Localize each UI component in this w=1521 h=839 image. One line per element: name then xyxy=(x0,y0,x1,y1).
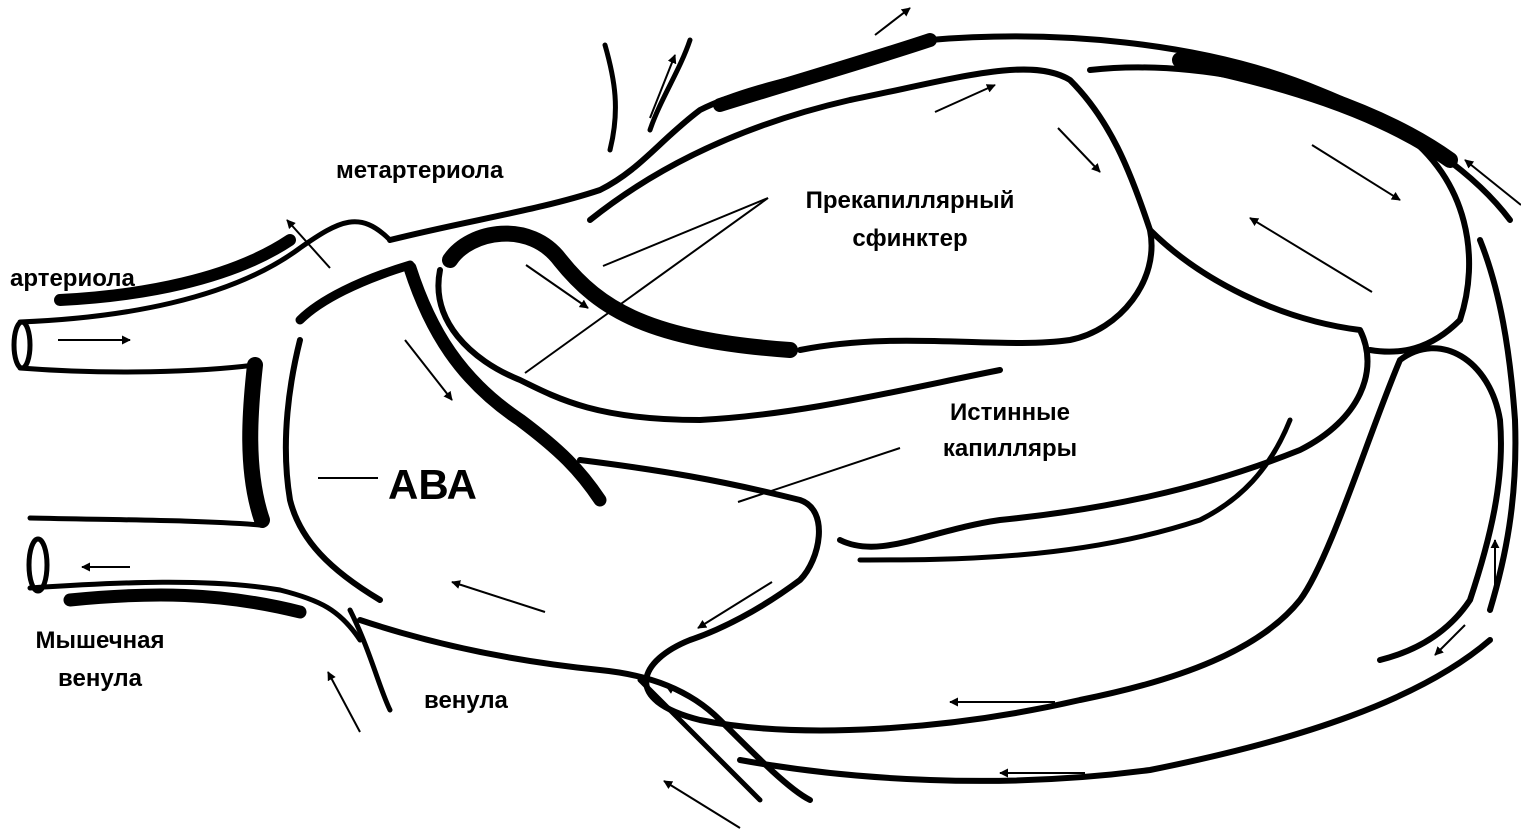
true-capillaries-label-line1: Истинные xyxy=(900,398,1120,428)
flow-arrow xyxy=(1312,145,1400,200)
true-capillaries-label: Истинные капилляры xyxy=(900,398,1120,464)
precapillary-sphincter-label: Прекапиллярный сфинктер xyxy=(770,186,1050,254)
sphincter-leader-line-upper xyxy=(603,198,768,266)
flow-arrow xyxy=(935,85,995,112)
flow-arrow xyxy=(664,781,740,828)
true-capillaries-label-line2: капилляры xyxy=(900,434,1120,464)
muscular-venule-label-line1: Мышечная xyxy=(0,626,200,656)
arteriovenous-anastomosis xyxy=(250,265,600,600)
flow-arrow xyxy=(1250,218,1372,292)
arteriole-label: артериола xyxy=(10,264,135,294)
flow-arrow xyxy=(452,582,545,612)
muscular-venule-label: Мышечная венула xyxy=(0,626,200,694)
metarteriole-label: метартериола xyxy=(336,156,503,186)
flow-arrow xyxy=(1058,128,1100,172)
precapillary-sphincter-label-line1: Прекапиллярный xyxy=(770,186,1050,216)
aba-label: АВА xyxy=(388,462,477,508)
capillaries-leader-line xyxy=(738,448,900,502)
precapillary-sphincter-vessel xyxy=(438,234,1000,420)
flow-arrow xyxy=(328,672,360,732)
venule-vessel xyxy=(350,610,810,800)
muscular-venule-label-line2: венула xyxy=(0,664,200,694)
flow-arrow xyxy=(875,8,910,35)
flow-arrows xyxy=(58,8,1521,828)
venule-label: венула xyxy=(424,686,508,716)
muscular-venule-vessel xyxy=(29,518,360,640)
precapillary-sphincter-label-line2: сфинктер xyxy=(770,224,1050,254)
